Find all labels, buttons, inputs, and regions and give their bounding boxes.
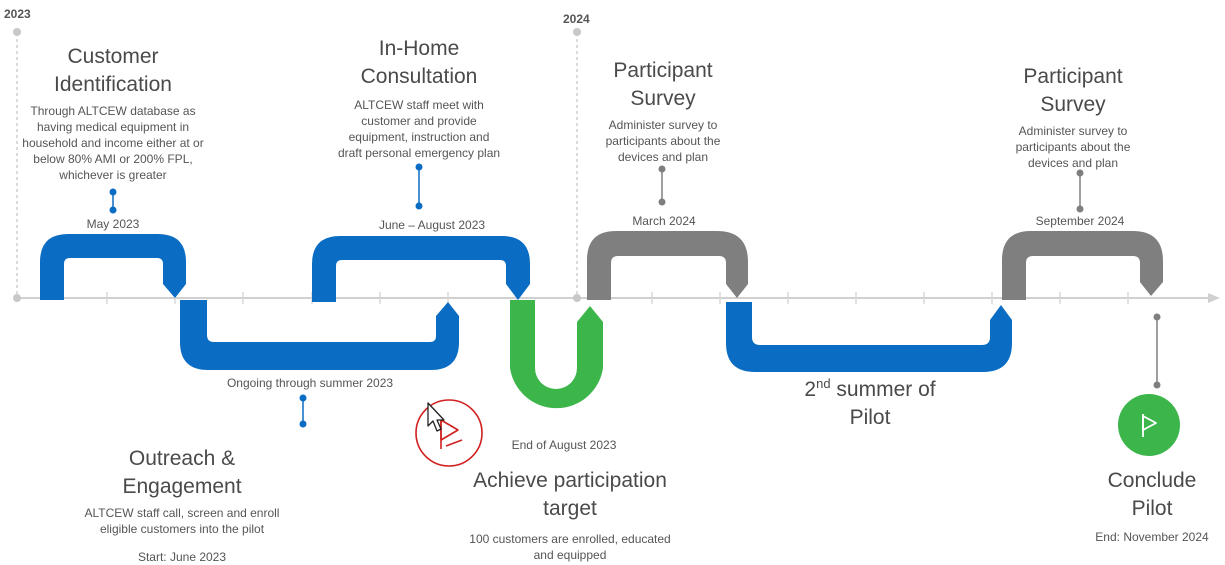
milestone-title-line1: In-Home [378,37,460,60]
connector-march-2024 [658,165,666,206]
milestone-title-line2: Survey [630,87,696,110]
milestone-date: May 2023 [86,217,140,231]
connector-sept-2024 [1076,169,1084,213]
description-line: Administer survey to [1018,124,1128,138]
milestone-date: March 2024 [632,214,696,228]
description-line: below 80% AMI or 200% FPL, [33,152,193,166]
milestone-description: ALTCEW staff call, screen and enroll eli… [62,505,302,537]
milestone-title-line1: 2nd summer of [770,376,970,404]
u-second-summer [726,302,1012,372]
u-outreach-engagement [180,300,459,370]
description-line: 100 customers are enrolled, educated [469,532,671,546]
timeline-axis-arrow [1208,293,1220,303]
year-2024-dot-axis [573,294,581,302]
description-line: ALTCEW staff meet with [354,98,484,112]
description-line: ALTCEW staff call, screen and enroll [84,506,280,520]
milestone-end-date: End: November 2024 [1095,530,1209,544]
milestone-participation-target: Achieve participation target 100 custome… [440,467,700,563]
description-line: draft personal emergency plan [337,146,501,160]
milestone-title-line1: Customer [67,45,159,68]
flag-icon [1142,414,1157,437]
description-line: whichever is greater [59,168,167,182]
description-line: participants about the [1015,140,1131,154]
target-flag-icon [415,399,483,467]
description-line: customer and provide [361,114,477,128]
milestone-title-line1: Outreach & [128,447,236,470]
year-2024-dot-top [573,28,581,36]
description-line: equipment, instruction and [348,130,490,144]
year-2024-label: 2024 [563,12,590,26]
milestone-second-summer: 2nd summer of Pilot [770,376,970,432]
milestone-participant-survey-2: Participant Survey Administer survey to … [998,63,1148,171]
milestone-title-line1: Participant [613,59,713,82]
year-2023-dot-axis [13,294,21,302]
title-text: summer of [830,378,936,401]
milestone-title-line2: Engagement [122,475,242,498]
milestone-date: September 2024 [1035,214,1125,228]
u-participation-target [510,300,603,409]
description-line: eligible customers into the pilot [99,522,265,536]
milestone-outreach-engagement: Outreach & Engagement ALTCEW staff call,… [62,445,302,565]
milestone-title-line1: Conclude [1107,469,1197,492]
description-line: participants about the [605,134,721,148]
milestone-title-line1: Participant [1023,65,1123,88]
year-2023-dot-top [13,28,21,36]
connector-june-aug-2023 [415,163,423,210]
conclude-pilot-circle [1118,394,1180,456]
connector-outreach [299,394,307,428]
milestone-title-line2: Identification [54,73,172,96]
description-line: and equipped [533,548,607,562]
milestone-start-date: Start: June 2023 [137,550,227,564]
milestone-title-line2: Survey [1040,93,1106,116]
milestone-title-line1: Achieve participation [473,469,667,492]
connector-conclude [1153,313,1161,389]
milestone-title-line2: Pilot [1131,497,1173,520]
description-line: devices and plan [1027,156,1119,170]
arch-participant-survey-1 [587,231,748,300]
year-2023-label: 2023 [4,7,31,21]
milestone-in-home-consultation: In-Home Consultation ALTCEW staff meet w… [326,35,512,161]
milestone-date: End of August 2023 [511,438,617,452]
milestone-description: ALTCEW staff meet with customer and prov… [326,97,512,161]
title-number: 2 [804,378,817,401]
arch-in-home-consultation [312,236,530,302]
milestone-description: Through ALTCEW database as having medica… [13,103,213,183]
milestone-customer-identification: Customer Identification Through ALTCEW d… [13,43,213,183]
title-ordinal: nd [816,376,831,391]
milestone-title-line2: Consultation [360,65,478,88]
milestone-participant-survey-1: Participant Survey Administer survey to … [588,57,738,165]
cursor-icon [427,402,445,432]
milestone-title-line2: Pilot [849,406,891,429]
milestone-date: Ongoing through summer 2023 [226,376,394,390]
milestone-conclude-pilot: Conclude Pilot End: November 2024 [1084,467,1220,545]
description-line: Administer survey to [608,118,718,132]
milestone-title-line2: target [543,497,597,520]
description-line: household and income either at or [22,136,204,150]
arch-participant-survey-2 [1002,231,1163,300]
description-line: devices and plan [617,150,709,164]
connector-may-2023 [109,188,117,214]
description-line: having medical equipment in [36,120,190,134]
milestone-description: Administer survey to participants about … [998,123,1148,171]
milestone-date: June – August 2023 [378,218,486,232]
milestone-description: 100 customers are enrolled, educated and… [440,531,700,563]
arch-customer-identification [40,234,186,300]
milestone-description: Administer survey to participants about … [588,117,738,165]
description-line: Through ALTCEW database as [30,104,196,118]
